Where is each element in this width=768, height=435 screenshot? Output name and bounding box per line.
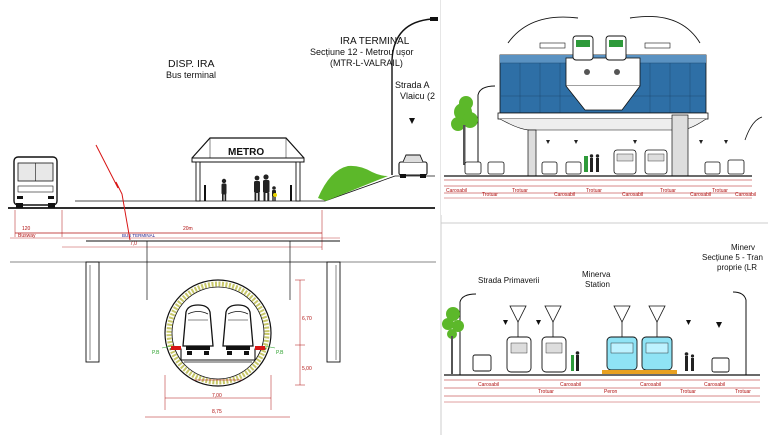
top-right-panel: [441, 0, 768, 215]
minerva-section-line2: Secțiune 5 - Tran: [702, 253, 763, 262]
br-dim-3: Peron: [604, 389, 618, 395]
dim-b: 20m: [183, 226, 193, 232]
dim-c: 7,0: [130, 241, 137, 247]
tunnel-dimensions: [145, 279, 305, 418]
br-dim-1: Trotuar: [538, 389, 554, 395]
metro-sign: METRO: [228, 147, 264, 158]
underground-structure: [10, 240, 436, 363]
tr-dim-9: Carosabil: [735, 192, 756, 198]
left-panel: DISP. IRA Bus terminal IRA TERMINAL Secț…: [8, 17, 438, 418]
br-dim-6: Carosabil: [704, 382, 725, 388]
bottom-right-dim-labels: Carosabil Trotuar Carosabil Peron Carosa…: [478, 382, 751, 395]
tram-left-icon: [606, 336, 638, 371]
br-dim-7: Trotuar: [735, 389, 751, 395]
minerva-section-line3: proprie (LR: [717, 263, 757, 272]
minerva-station-line1: Minerva: [582, 270, 611, 279]
minerva-section-line1: Minerv: [731, 243, 755, 252]
br-dim-2: Carosabil: [560, 382, 581, 388]
metro-train-right-icon: [222, 304, 254, 355]
tree-icon: [451, 96, 478, 165]
strada-label-line1: Strada A: [395, 80, 430, 90]
disp-ira-subtitle: Bus terminal: [166, 70, 216, 80]
strada-label-line2: Vlaicu (2: [400, 91, 435, 101]
dim-busway: Busway: [18, 233, 36, 239]
surface-dimension-line: [10, 210, 340, 250]
tree-icon: [442, 307, 464, 374]
shrub-icon: [318, 165, 388, 201]
dim-height-a: 6,70: [302, 316, 312, 322]
disp-ira-title: DISP. IRA: [168, 58, 215, 70]
tr-dim-3: Carosabil: [554, 192, 575, 198]
br-dim-0: Carosabil: [478, 382, 499, 388]
tr-dim-1: Trotuar: [482, 192, 498, 198]
br-dim-4: Carosabil: [640, 382, 661, 388]
tr-dim-6: Trotuar: [660, 188, 676, 194]
tr-dim-4: Trotuar: [586, 188, 602, 194]
dim-bus-terminal: BUS TERMINAL: [122, 233, 156, 238]
tr-dim-5: Carosabil: [622, 192, 643, 198]
ira-terminal-line2: (MTR-L-VALRAIL): [330, 58, 403, 68]
bottom-right-panel: Strada Primaverii Minerva Station Minerv…: [442, 243, 763, 403]
dim-height-b: 5,00: [302, 366, 312, 372]
dim-a: 120: [22, 226, 31, 232]
dim-tunnel-outer: 8,75: [212, 409, 222, 415]
elevated-train-left-icon: [572, 35, 594, 61]
metro-entrance-pavilion: [191, 137, 305, 202]
pointer-arrow-icon: [409, 118, 415, 124]
street-lamp-icon: [391, 17, 438, 175]
minerva-station-line2: Station: [585, 280, 610, 289]
tr-dim-7: Carosabil: [690, 192, 711, 198]
pedestrians-icon: [221, 174, 276, 201]
tr-dim-2: Trotuar: [512, 188, 528, 194]
top-right-dim-labels: Carosabil Trotuar Trotuar Carosabil Trot…: [446, 188, 756, 198]
walkway-right: P.B: [276, 350, 284, 356]
car-icon: [398, 154, 428, 178]
br-dim-5: Trotuar: [680, 389, 696, 395]
tram-right-icon: [641, 336, 673, 371]
ira-terminal-line1: Secțiune 12 - Metrou ușor: [310, 47, 414, 57]
strada-primaverii-label: Strada Primaverii: [478, 276, 540, 285]
tr-dim-8: Trotuar: [712, 188, 728, 194]
elevated-train-right-icon: [605, 35, 627, 61]
dim-tunnel-inner: 7,00: [212, 393, 222, 399]
ira-terminal-title: IRA TERMINAL: [340, 36, 410, 47]
metro-tunnel-ring: [164, 279, 272, 387]
bus-icon: [13, 156, 58, 208]
metro-train-left-icon: [182, 304, 214, 355]
walkway-left: P.B: [152, 350, 160, 356]
tr-dim-0: Carosabil: [446, 188, 467, 194]
